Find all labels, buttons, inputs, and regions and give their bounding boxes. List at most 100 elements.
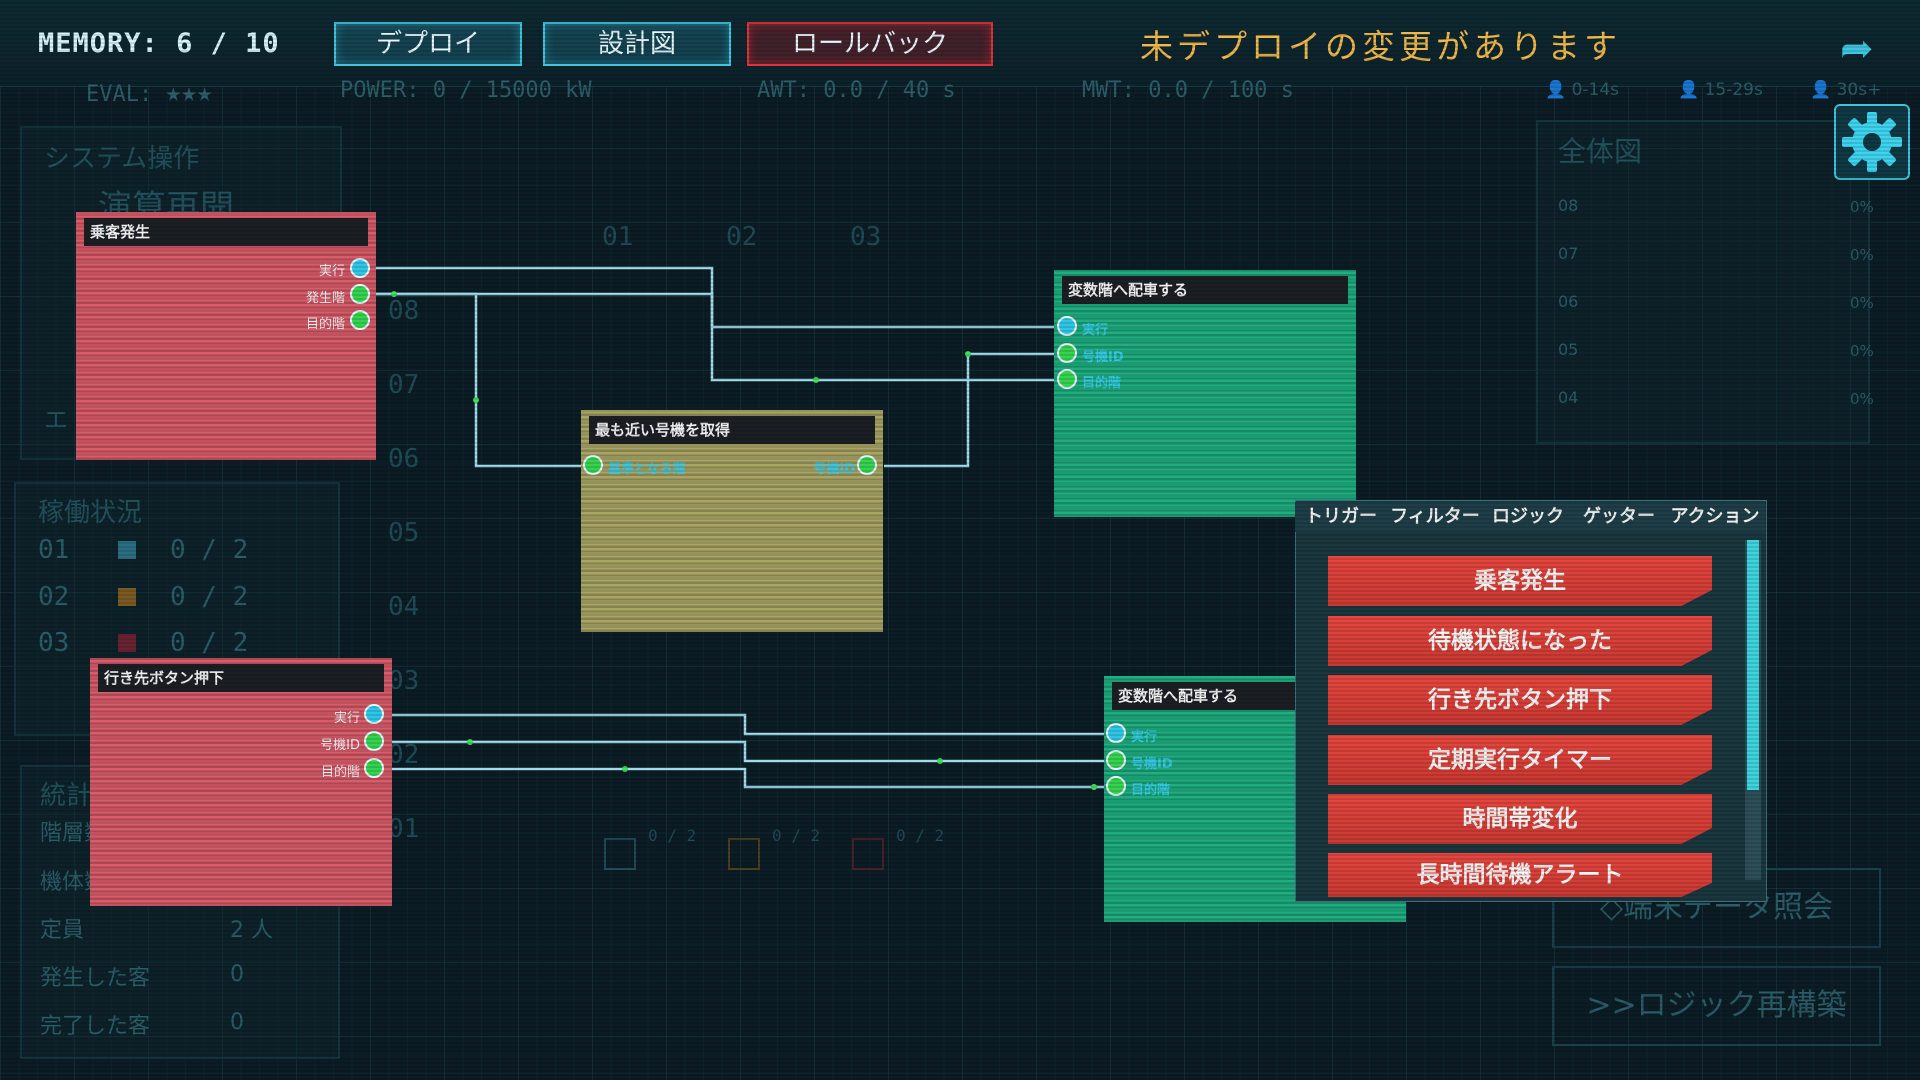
port-destination-out[interactable] [364,758,384,778]
stats-value: 0 [230,962,244,987]
grid-row-label: 02 [388,740,420,770]
overview-floor: 05 [1558,340,1579,359]
status-value: 0 / 2 [170,628,249,658]
blueprint-button[interactable]: 設計図 [543,22,731,66]
palette-item-periodic-timer[interactable]: 定期実行タイマー [1328,735,1712,785]
port-base-floor-in[interactable] [583,455,603,475]
port-label: 号機ID [1131,757,1173,772]
port-car-id-in[interactable] [1106,750,1126,770]
port-car-id-in[interactable] [1057,343,1077,363]
wire-joint [467,739,473,745]
share-arrow-icon[interactable]: ➦ [1840,26,1874,72]
wire-joint [473,397,479,403]
legend-short: 👤 0-14s [1545,80,1619,100]
status-id: 01 [38,535,70,565]
grid-row-label: 05 [388,518,420,548]
grid-col-label: 01 [602,222,634,252]
person-icon: 👤 [1678,80,1700,100]
rollback-button[interactable]: ロールバック [747,22,993,66]
port-label: 基準となる階 [608,462,686,477]
palette-item-passenger-spawn[interactable]: 乗客発生 [1328,556,1712,606]
overview-pct: 0% [1850,390,1874,408]
status-id: 03 [38,628,70,658]
grid-row-label: 07 [388,370,420,400]
grid-count: 0 / 2 [648,826,697,845]
port-label: 目的階 [1131,783,1171,798]
wire-joint [813,377,819,383]
tab-action[interactable]: アクション [1665,502,1765,532]
tab-getter[interactable]: ゲッター [1573,502,1665,532]
palette-item-destination-button[interactable]: 行き先ボタン押下 [1328,675,1712,725]
overview-pct: 0% [1850,342,1874,360]
port-car-id-out[interactable] [364,731,384,751]
legend-mid: 👤 15-29s [1678,80,1763,100]
port-spawn-floor-out[interactable] [350,284,370,304]
wire-joint [965,351,971,357]
deploy-button[interactable]: デプロイ [334,22,522,66]
system-panel-title: システム操作 [44,144,200,174]
status-swatch [118,588,136,606]
port-label: 目的階 [320,765,360,780]
node-texture [90,658,392,906]
palette-item-idle-state[interactable]: 待機状態になった [1328,616,1712,666]
rebuild-logic-button[interactable]: >>ロジック再構築 [1552,966,1881,1046]
overview-title: 全体図 [1558,135,1643,168]
legend-long: 👤 30s+ [1810,80,1881,100]
stats-label: 定員 [40,918,85,943]
status-id: 02 [38,582,70,612]
eval-stars: ★★★ [165,78,213,108]
settings-gear-icon[interactable] [1834,104,1910,180]
palette-item-time-change[interactable]: 時間帯変化 [1328,794,1712,844]
grid-count: 0 / 2 [772,826,821,845]
overview-floor: 07 [1558,244,1579,263]
palette-scroll-thumb[interactable] [1747,540,1759,790]
grid-row-label: 04 [388,592,420,622]
port-execute-out[interactable] [364,704,384,724]
port-label: 実行 [333,711,360,726]
grid-row-label: 03 [388,666,420,696]
mwt-readout: MWT: 0.0 / 100 s [1082,78,1294,103]
port-execute-in[interactable] [1057,316,1077,336]
port-execute-in[interactable] [1106,723,1126,743]
wire-joint [1091,784,1097,790]
grid-row-label: 01 [388,814,420,844]
wire-dest-execute [384,713,1112,736]
overview-panel [1536,120,1870,444]
memory-readout: MEMORY: 6 / 10 [38,28,280,59]
node-passenger-spawn[interactable]: 乗客発生 [76,212,376,460]
tab-logic[interactable]: ロジック [1483,502,1573,532]
wire-destination [370,292,1062,382]
legend-short-label: 0-14s [1571,80,1620,100]
tab-trigger[interactable]: トリガー [1295,502,1387,532]
legend-mid-label: 15-29s [1704,80,1763,100]
wire-joint [391,291,397,297]
tab-filter[interactable]: フィルター [1387,502,1483,532]
eval-label: EVAL: [86,82,153,107]
grid-col-label: 03 [850,222,882,252]
node-destination-button[interactable]: 行き先ボタン押下 [90,658,392,906]
node-nearest-car[interactable]: 最も近い号機を取得 [581,410,883,632]
port-destination-in[interactable] [1106,776,1126,796]
gear-icon [1842,112,1902,172]
status-panel-title: 稼働状況 [38,498,143,528]
node-title: 変数階へ配車する [1062,276,1348,304]
stats-label: 発生した客 [40,966,151,991]
port-label: 実行 [1082,323,1109,338]
palette-item-long-wait-alert[interactable]: 長時間待機アラート [1328,853,1712,897]
port-execute-out[interactable] [350,258,370,278]
port-destination-out[interactable] [350,310,370,330]
grid-car-slot [728,838,760,870]
legend-long-label: 30s+ [1836,80,1882,100]
port-label: 号機ID [320,738,360,753]
port-label: 発生階 [305,291,345,306]
awt-readout: AWT: 0.0 / 40 s [757,78,956,103]
power-readout: POWER: 0 / 15000 kW [340,78,592,103]
port-car-id-out[interactable] [857,455,877,475]
node-dispatch-to-floor-1[interactable]: 変数階へ配車する [1054,270,1356,517]
node-texture [581,410,883,632]
memory-value: 6 / 10 [176,28,280,59]
person-icon: 👤 [1810,80,1832,100]
port-destination-in[interactable] [1057,369,1077,389]
grid-count: 0 / 2 [896,826,945,845]
